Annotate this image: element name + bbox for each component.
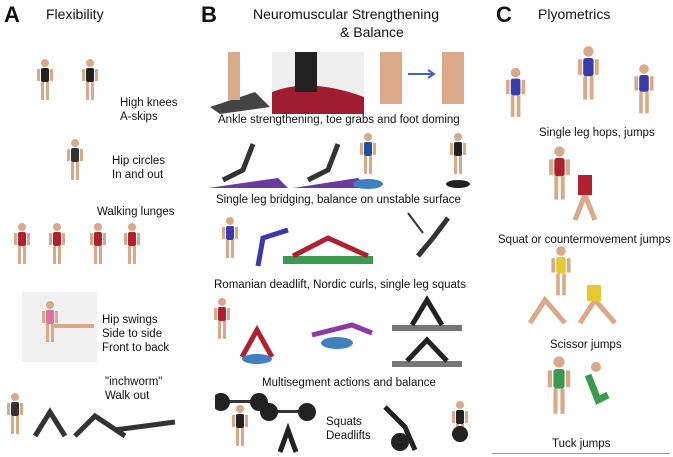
label-multisegment-actions: Multisegment actions and balance bbox=[262, 377, 436, 389]
panel-a-letter: A bbox=[4, 2, 20, 27]
panel-c-title: Plyometrics bbox=[538, 6, 611, 22]
single-leg-hops-photo bbox=[506, 46, 654, 117]
label-hip-circles: Hip circles bbox=[112, 155, 166, 167]
walking-lunges-photo bbox=[14, 223, 140, 264]
label-single-leg-bridging: Single leg bridging, balance on unstable… bbox=[216, 194, 461, 206]
label-deadlifts: Deadlifts bbox=[326, 430, 371, 442]
label-side-to-side: Side to side bbox=[102, 328, 163, 340]
label-walk-out: Walk out bbox=[105, 390, 150, 402]
panel-b-letter: B bbox=[201, 2, 217, 27]
label-hip-swings: Hip swings bbox=[102, 314, 158, 326]
romanian-deadlift-photo bbox=[222, 212, 450, 267]
high-knees-photo bbox=[37, 59, 98, 100]
label-a-skips: A-skips bbox=[120, 111, 158, 123]
label-walking-lunges: Walking lunges bbox=[97, 206, 175, 218]
hip-swings-photo bbox=[22, 292, 97, 362]
panel-a-title: Flexibility bbox=[46, 6, 104, 22]
divider bbox=[492, 453, 670, 454]
label-tuck-jumps: Tuck jumps bbox=[552, 438, 611, 450]
panel-b-title-line2: & Balance bbox=[340, 24, 404, 40]
label-squat-jumps: Squat or countermovement jumps bbox=[498, 234, 671, 246]
label-high-knees: High knees bbox=[120, 97, 178, 109]
squats-deadlifts-photo bbox=[215, 393, 468, 453]
label-scissor-jumps: Scissor jumps bbox=[550, 339, 622, 351]
multisegment-actions-photo bbox=[214, 295, 462, 367]
label-inchworm: "inchworm" bbox=[105, 376, 163, 388]
single-leg-bridging-photo bbox=[208, 133, 470, 189]
label-in-and-out: In and out bbox=[112, 169, 164, 181]
label-single-leg-hops: Single leg hops, jumps bbox=[539, 127, 655, 139]
label-front-to-back: Front to back bbox=[102, 342, 170, 354]
scissor-jumps-photo bbox=[527, 246, 617, 325]
panel-b-title-line1: Neuromuscular Strengthening bbox=[253, 6, 439, 22]
hip-circles-photo bbox=[67, 139, 83, 180]
inchworm-photo bbox=[7, 393, 176, 439]
label-squats: Squats bbox=[326, 416, 362, 428]
tuck-jumps-photo bbox=[547, 356, 610, 414]
squat-jumps-photo bbox=[549, 146, 598, 221]
ankle-strengthening-photo bbox=[210, 52, 464, 114]
label-romanian-deadlift: Romanian deadlift, Nordic curls, single … bbox=[214, 279, 466, 291]
label-ankle-strengthening: Ankle strengthening, toe grabs and foot … bbox=[218, 114, 460, 126]
panel-c-letter: C bbox=[496, 2, 512, 27]
